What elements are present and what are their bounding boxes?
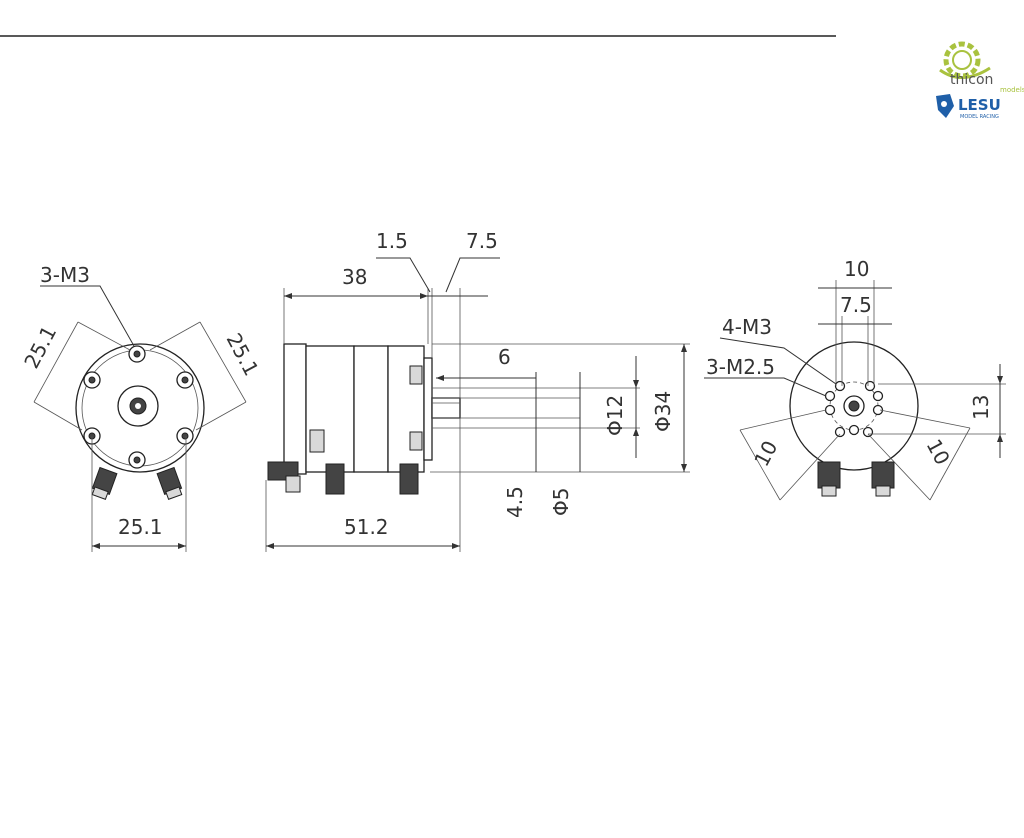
front-view: 3-M3 25.1 25.1 25.1	[19, 263, 264, 552]
front-fittings	[91, 466, 183, 500]
side-body	[305, 345, 355, 473]
rear-dim-top-inner: 7.5	[840, 293, 872, 317]
front-dim-right: 25.1	[222, 329, 264, 380]
side-dim-offset: 4.5	[503, 486, 527, 518]
front-dim-width: 25.1	[118, 515, 163, 539]
rear-dim-diag-left: 10	[749, 437, 782, 471]
side-shaft	[431, 397, 461, 419]
side-fittings	[267, 461, 419, 495]
thicon-logo: thicon models	[939, 41, 1024, 94]
front-screws	[83, 345, 194, 469]
lesu-name: LESU	[958, 96, 1001, 114]
side-dim-shaft-len: 7.5	[466, 229, 498, 253]
lesu-logo: LESU MODEL RACING	[936, 94, 1001, 120]
side-dim-shaft-d: Φ12	[603, 395, 627, 436]
front-thread-label: 3-M3	[40, 263, 90, 287]
side-dim-bore: Φ5	[549, 488, 573, 516]
side-view: 38 1.5 7.5 51.2 6 Φ12	[265, 229, 690, 552]
side-dim-body-d: Φ34	[651, 391, 675, 432]
thicon-name: thicon	[950, 72, 993, 88]
rear-thread-b: 3-M2.5	[706, 355, 775, 379]
lesu-sub: MODEL RACING	[960, 114, 999, 120]
side-dim-total: 51.2	[344, 515, 389, 539]
side-endcap	[283, 343, 307, 475]
thicon-sub: models	[1000, 86, 1024, 94]
rear-view: 10 7.5 4-M3 3-M2.5 13 10 10	[704, 257, 1006, 501]
rear-dim-top-outer: 10	[844, 257, 869, 281]
lion-icon	[936, 94, 954, 118]
rear-dim-height: 13	[969, 395, 993, 420]
side-dim-flat: 6	[498, 345, 511, 369]
rear-fittings	[817, 461, 895, 497]
gear-icon	[939, 41, 991, 79]
rear-thread-a: 4-M3	[722, 315, 772, 339]
front-dim-left: 25.1	[19, 322, 61, 373]
side-dim-shoulder: 1.5	[376, 229, 408, 253]
side-dim-body: 38	[342, 265, 367, 289]
